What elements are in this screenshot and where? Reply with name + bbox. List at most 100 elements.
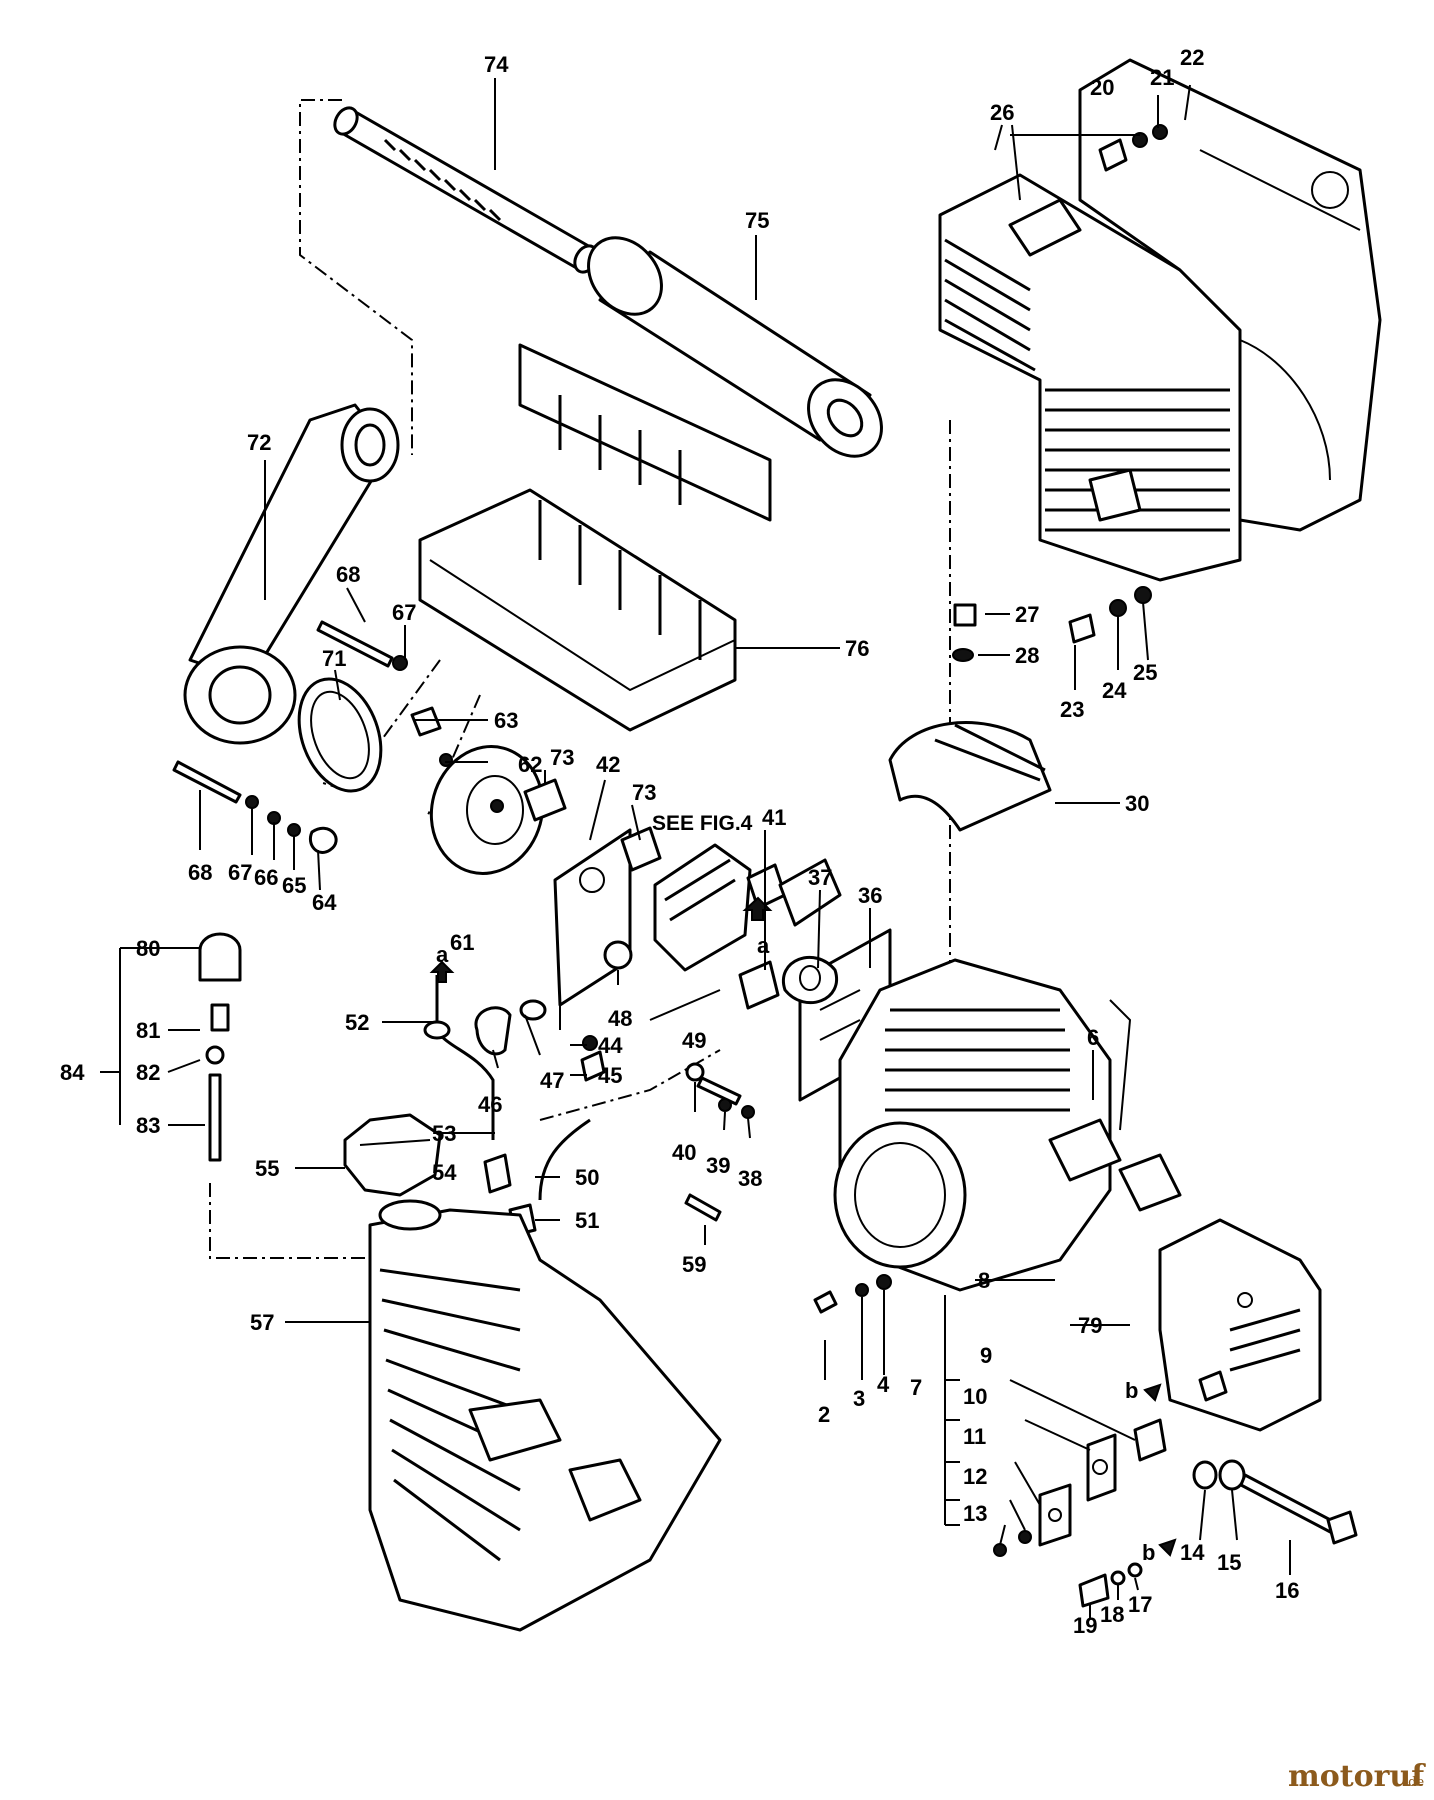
hardware-67-68 bbox=[172, 620, 453, 854]
fan-housing bbox=[1078, 58, 1382, 532]
hardware-middle bbox=[580, 1035, 892, 1314]
fuel-pickup-80-84 bbox=[198, 932, 242, 1162]
label-82: 82 bbox=[136, 1060, 160, 1085]
label-80: 80 bbox=[136, 936, 160, 961]
arrow-mark-b1: b bbox=[1125, 1378, 1138, 1403]
muffler-79 bbox=[1158, 1218, 1322, 1432]
carb-group bbox=[523, 778, 842, 1021]
label-20: 20 bbox=[1090, 75, 1114, 100]
label-63: 63 bbox=[494, 708, 518, 733]
label-73a: 73 bbox=[550, 745, 574, 770]
fuel-cap-55 bbox=[343, 1113, 442, 1197]
label-64: 64 bbox=[312, 890, 337, 915]
label-79: 79 bbox=[1078, 1313, 1102, 1338]
elbow-hose-72 bbox=[183, 403, 400, 745]
line-art bbox=[172, 58, 1382, 1632]
label-37: 37 bbox=[808, 865, 832, 890]
filter-base-61 bbox=[429, 745, 545, 875]
muffler-hardware bbox=[993, 1418, 1358, 1608]
label-84: 84 bbox=[60, 1060, 85, 1085]
label-25: 25 bbox=[1133, 660, 1157, 685]
label-75: 75 bbox=[745, 208, 769, 233]
label-30: 30 bbox=[1125, 791, 1149, 816]
label-15: 15 bbox=[1217, 1550, 1241, 1575]
label-19: 19 bbox=[1073, 1613, 1097, 1638]
clamp-band-71 bbox=[297, 677, 383, 793]
label-57: 57 bbox=[250, 1310, 274, 1335]
label-27: 27 bbox=[1015, 602, 1039, 627]
label-6: 6 bbox=[1087, 1025, 1099, 1050]
label-59: 59 bbox=[682, 1252, 706, 1277]
label-55: 55 bbox=[255, 1156, 279, 1181]
label-50: 50 bbox=[575, 1165, 599, 1190]
label-66: 66 bbox=[254, 865, 278, 890]
label-45: 45 bbox=[598, 1063, 622, 1088]
watermark-suffix: .de bbox=[1404, 1775, 1424, 1790]
label-72: 72 bbox=[247, 430, 271, 455]
air-box-76 bbox=[418, 343, 772, 732]
label-51: 51 bbox=[575, 1208, 599, 1233]
label-65: 65 bbox=[282, 873, 306, 898]
label-38: 38 bbox=[738, 1166, 762, 1191]
part-labels: 74 75 76 72 71 68 67 63 62 61 68 67 66 6… bbox=[60, 45, 1299, 1638]
label-44: 44 bbox=[598, 1033, 623, 1058]
label-61: 61 bbox=[450, 930, 474, 955]
label-53: 53 bbox=[432, 1121, 456, 1146]
label-21: 21 bbox=[1150, 65, 1174, 90]
label-83: 83 bbox=[136, 1113, 160, 1138]
label-74: 74 bbox=[484, 52, 509, 77]
label-41: 41 bbox=[762, 805, 786, 830]
arrow-mark-b2: b bbox=[1142, 1540, 1155, 1565]
label-39: 39 bbox=[706, 1153, 730, 1178]
label-68a: 68 bbox=[336, 562, 360, 587]
fuel-tank-57 bbox=[368, 1199, 722, 1632]
arrow-mark-a1: a bbox=[436, 942, 449, 967]
fuel-line-52 bbox=[423, 975, 591, 1237]
label-76: 76 bbox=[845, 636, 869, 661]
label-42: 42 bbox=[596, 752, 620, 777]
label-9: 9 bbox=[980, 1343, 992, 1368]
label-2: 2 bbox=[818, 1402, 830, 1427]
label-11: 11 bbox=[963, 1424, 986, 1449]
label-22: 22 bbox=[1180, 45, 1204, 70]
label-67a: 67 bbox=[392, 600, 416, 625]
label-16: 16 bbox=[1275, 1578, 1299, 1603]
engine-block bbox=[833, 958, 1182, 1292]
label-4: 4 bbox=[877, 1372, 890, 1397]
shroud-30 bbox=[888, 721, 1052, 832]
label-18: 18 bbox=[1100, 1602, 1124, 1627]
label-10: 10 bbox=[963, 1384, 987, 1409]
filter-element-75 bbox=[587, 236, 883, 458]
label-36: 36 bbox=[858, 883, 882, 908]
label-73b: 73 bbox=[632, 780, 656, 805]
label-24: 24 bbox=[1102, 678, 1127, 703]
label-71: 71 bbox=[322, 646, 346, 671]
label-68b: 68 bbox=[188, 860, 212, 885]
label-81: 81 bbox=[136, 1018, 160, 1043]
leader-lines bbox=[100, 78, 1291, 1618]
label-23: 23 bbox=[1060, 697, 1084, 722]
label-48: 48 bbox=[608, 1006, 632, 1031]
label-7: 7 bbox=[910, 1375, 922, 1400]
label-40: 40 bbox=[672, 1140, 696, 1165]
watermark-logo: motoruf .de bbox=[1288, 1759, 1426, 1794]
watermark-brand: motoruf bbox=[1288, 1759, 1426, 1794]
label-52: 52 bbox=[345, 1010, 369, 1035]
label-8: 8 bbox=[978, 1268, 990, 1293]
label-54: 54 bbox=[432, 1160, 457, 1185]
see-fig-4-note: SEE FIG.4 bbox=[652, 812, 753, 835]
label-62: 62 bbox=[518, 752, 542, 777]
label-47: 47 bbox=[540, 1068, 564, 1093]
label-28: 28 bbox=[1015, 643, 1039, 668]
label-12: 12 bbox=[963, 1464, 987, 1489]
label-17: 17 bbox=[1128, 1592, 1152, 1617]
label-26: 26 bbox=[990, 100, 1014, 125]
cylinder-cover-26 bbox=[938, 173, 1242, 582]
label-67b: 67 bbox=[228, 860, 252, 885]
arrow-mark-a2: a bbox=[757, 933, 770, 958]
spacer-37-41 bbox=[738, 955, 839, 1010]
label-49: 49 bbox=[682, 1028, 706, 1053]
label-13: 13 bbox=[963, 1501, 987, 1526]
label-3: 3 bbox=[853, 1386, 865, 1411]
